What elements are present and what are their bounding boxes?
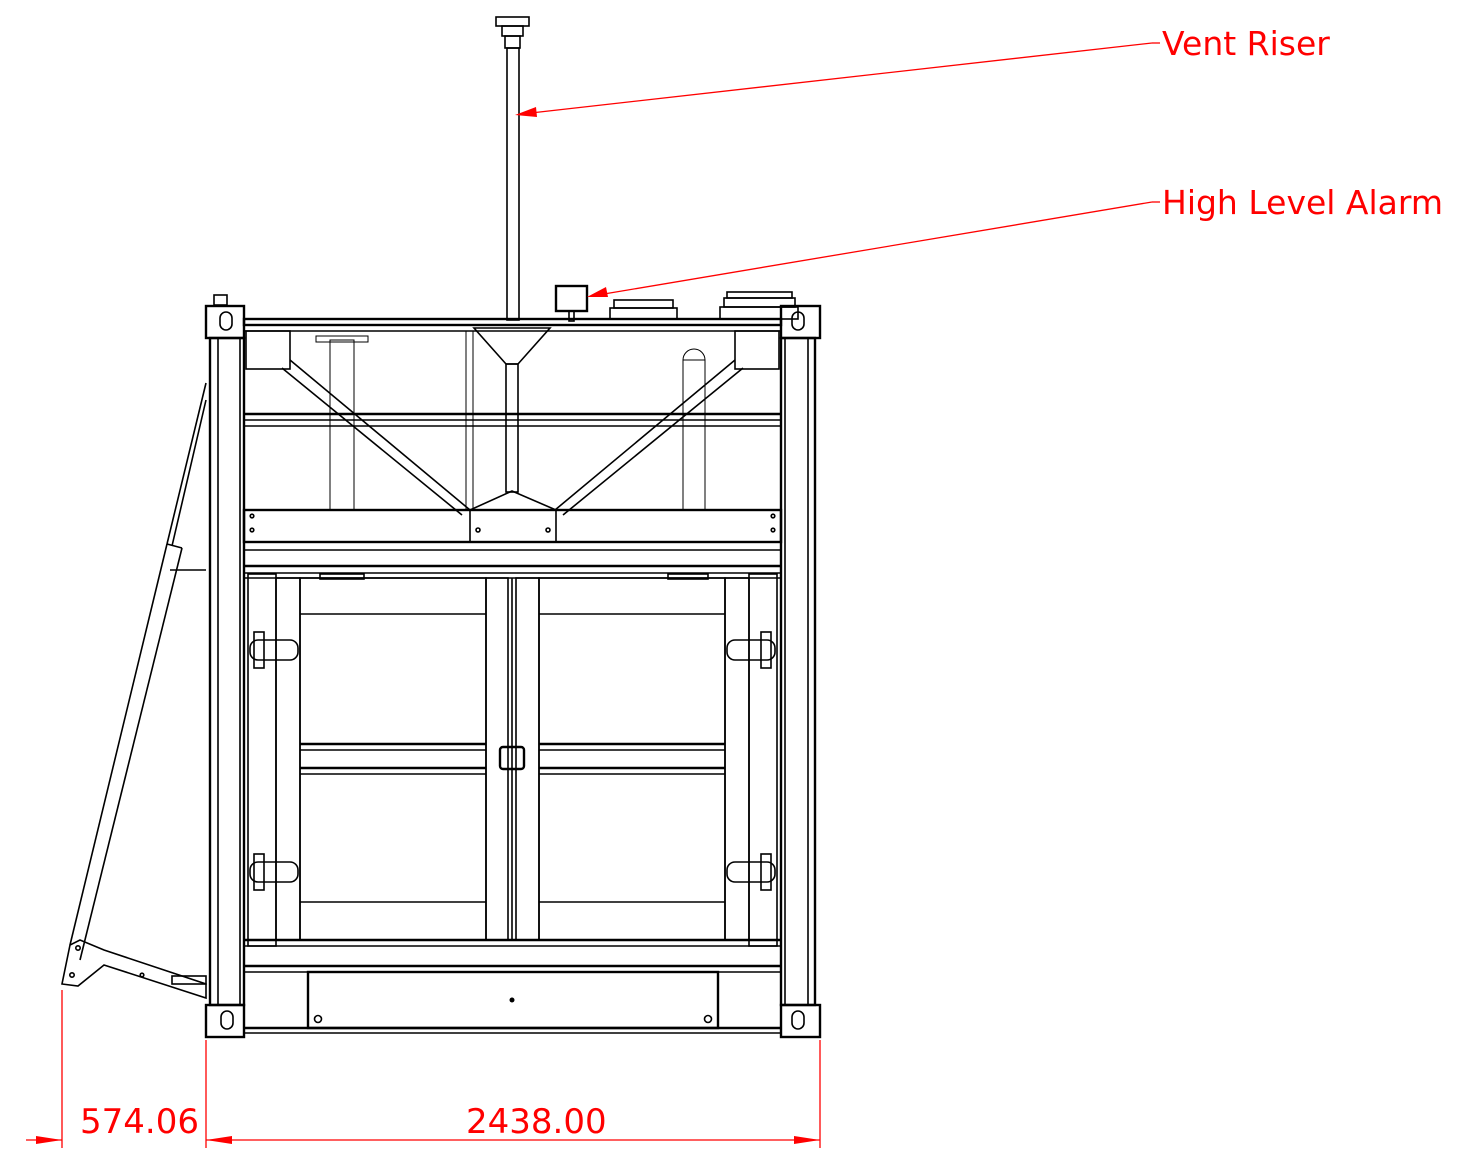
left-corner-post [204,304,246,1039]
right-corner-post [779,304,822,1039]
dimension-2438-00: 2438.00 [206,1102,820,1144]
high-level-alarm-label: High Level Alarm [1162,183,1443,222]
dimension-2438-label: 2438.00 [466,1102,607,1142]
fold-down-ladder [61,382,207,1000]
vent-riser-callout: Vent Riser [515,24,1330,117]
base-rail [244,964,781,1034]
upper-frame [242,327,783,579]
dimension-574-label: 574.06 [80,1102,199,1142]
high-level-alarm-callout: High Level Alarm [587,183,1443,297]
vent-riser-pipe [495,16,530,321]
dimension-extension-lines [61,990,821,1148]
top-hatch-fitting-small [609,299,678,320]
double-doors [244,573,781,947]
high-level-alarm-unit [554,284,589,322]
vent-riser-label: Vent Riser [1162,24,1330,63]
dimension-574-06: 574.06 [26,1102,199,1144]
top-left-nozzle [213,294,228,306]
